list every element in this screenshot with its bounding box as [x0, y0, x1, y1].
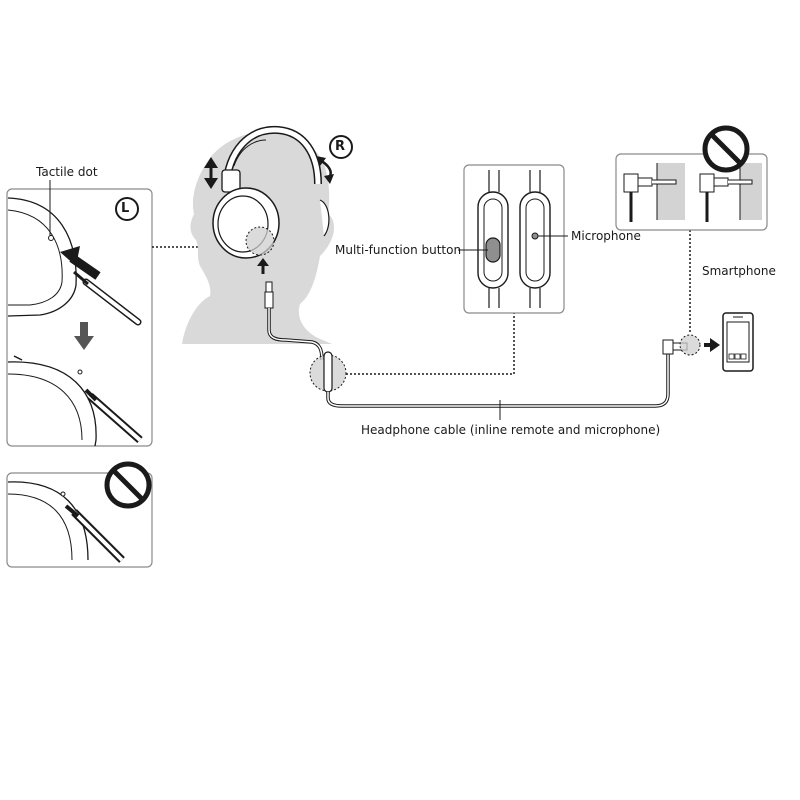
smartphone-label: Smartphone [702, 264, 776, 278]
up-down-arrow-icon [204, 157, 218, 189]
right-badge-letter: R [335, 139, 346, 154]
left-badge-letter: L [121, 201, 130, 216]
smartphone-icon [722, 312, 754, 372]
insert-up-arrow-icon [257, 258, 269, 274]
prohibited-icon-top [702, 125, 750, 173]
headphone-cable [264, 281, 701, 420]
microphone-label: Microphone [571, 229, 641, 243]
multi-function-button-label: Multi-function button [335, 243, 462, 257]
tactile-dot-label: Tactile dot [36, 165, 98, 179]
arrow-icon [704, 338, 720, 352]
headphone-cable-label: Headphone cable (inline remote and micro… [361, 423, 661, 437]
prohibited-icon [104, 461, 152, 509]
rotate-arrow-icon [316, 156, 334, 184]
right-badge [329, 135, 353, 159]
headphones [212, 125, 330, 259]
plug-comparison-panel [615, 153, 768, 231]
left-badge [115, 197, 139, 221]
left-ear-panel [6, 188, 153, 447]
inline-remote-panel [463, 164, 565, 314]
